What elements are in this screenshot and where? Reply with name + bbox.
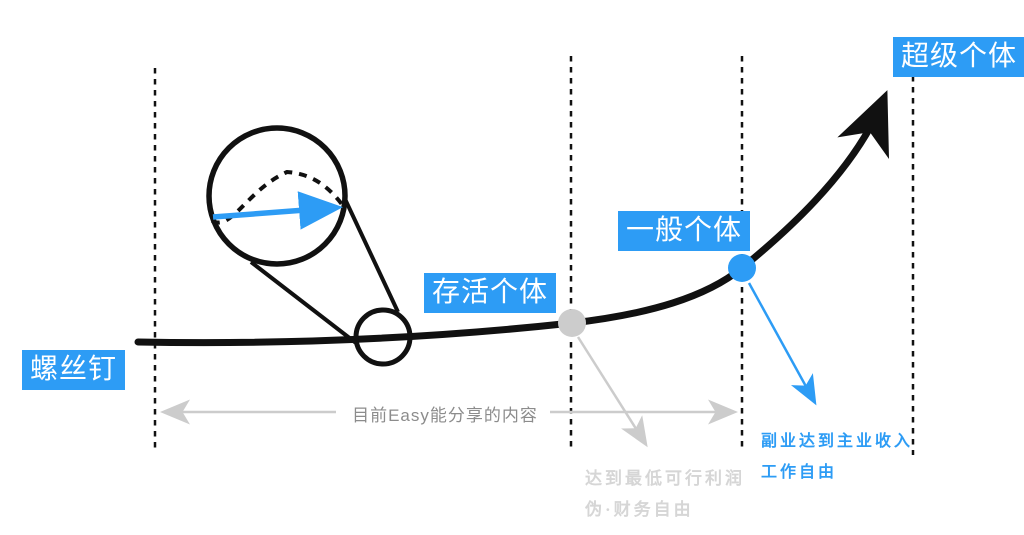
label-super: 超级个体	[893, 37, 1024, 77]
gray-note-line1: 达到最低可行利润	[585, 469, 745, 488]
gray-note-line2: 伪·财务自由	[585, 500, 694, 519]
magnifier-connector-right	[343, 198, 400, 313]
blue-note: 副业达到主业收入 工作自由	[761, 426, 913, 488]
magnifier-target-circle	[353, 307, 413, 367]
magnifier-lens-circle	[206, 125, 348, 267]
blue-note-line2: 工作自由	[761, 464, 838, 481]
magnifier-connector-left	[249, 260, 358, 345]
blue-note-line1: 副业达到主业收入	[761, 433, 914, 450]
survive-milestone-dot	[558, 309, 586, 337]
magnified-dashed-curve	[211, 169, 346, 225]
label-survive: 存活个体	[424, 273, 557, 313]
label-general: 一般个体	[618, 211, 751, 251]
survive-note-arrow	[576, 336, 648, 448]
range-annotation-text: 目前Easy能分享的内容	[352, 406, 538, 425]
general-note-arrow	[747, 282, 817, 406]
growth-curve	[134, 90, 889, 347]
label-screw: 螺丝钉	[22, 350, 126, 390]
general-milestone-dot	[728, 254, 756, 282]
gray-note: 达到最低可行利润 伪·财务自由	[585, 463, 745, 525]
magnifier-shortcut-arrow	[212, 191, 343, 230]
